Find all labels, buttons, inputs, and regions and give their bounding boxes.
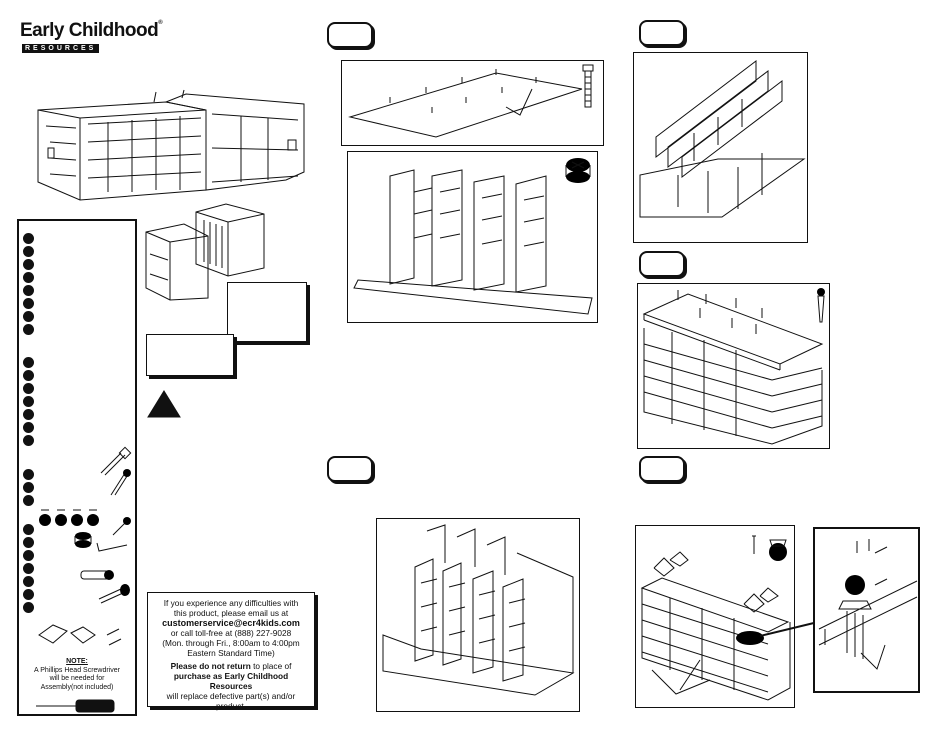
part-bullet bbox=[23, 272, 34, 283]
screwdriver-icon bbox=[36, 699, 115, 713]
hinge-plate-icon bbox=[38, 624, 96, 644]
step-2-badge bbox=[639, 20, 685, 46]
step-1-badge bbox=[327, 22, 373, 48]
warning-triangle-icon bbox=[147, 390, 181, 418]
vertical-dividers-illustration bbox=[353, 169, 593, 315]
part-bullet bbox=[23, 246, 34, 257]
caster-detail-illustration bbox=[818, 539, 918, 670]
part-bullet bbox=[23, 576, 34, 587]
brand-subtitle: RESOURCES bbox=[22, 44, 100, 53]
part-bullet bbox=[23, 495, 34, 506]
parts-list-box bbox=[17, 219, 137, 716]
cross-dividers-illustration bbox=[639, 59, 806, 218]
contact-line-3: or call toll-free at (888) 227-9028 bbox=[170, 628, 292, 638]
assembled-cabinet-illustration bbox=[37, 89, 305, 201]
bolt-icon bbox=[100, 446, 132, 476]
contact-line-7: will replace defective part(s) and/or bbox=[166, 691, 296, 701]
allen-key-icon bbox=[96, 542, 128, 552]
part-bullet bbox=[23, 383, 34, 394]
part-bullet bbox=[23, 259, 34, 270]
part-bullet bbox=[23, 357, 34, 368]
caster-hardware-icon bbox=[752, 535, 787, 561]
contact-line-6: to place of bbox=[250, 661, 292, 671]
note-line-2: will be needed for bbox=[49, 675, 105, 682]
step-5-badge bbox=[639, 456, 685, 482]
tool-note: NOTE: A Phillips Head Screwdriver will b… bbox=[22, 658, 132, 692]
detail-callout-line bbox=[759, 621, 819, 637]
part-bullet bbox=[23, 422, 34, 433]
screw-icon bbox=[110, 469, 131, 496]
part-bullet bbox=[23, 396, 34, 407]
contact-bold-2: purchase as Early Childhood Resources bbox=[173, 671, 289, 691]
part-bullet bbox=[23, 435, 34, 446]
part-bullet bbox=[23, 589, 34, 600]
part-bullet bbox=[23, 602, 34, 613]
dowel-bolt-icon bbox=[80, 570, 114, 580]
contact-line-1: If you experience any difficulties with bbox=[163, 598, 299, 608]
label-box-left bbox=[146, 334, 234, 376]
contact-email[interactable]: customerservice@ecr4kids.com bbox=[162, 618, 300, 628]
note-title: NOTE: bbox=[66, 658, 88, 665]
wood-screw-icon bbox=[112, 517, 131, 536]
brand-logo: Early Childhood® bbox=[20, 20, 163, 42]
contact-line-4: (Mon. through Fri., 8:00am to 4:00pm bbox=[162, 638, 300, 648]
contact-bold-1: Please do not return bbox=[170, 661, 251, 671]
label-box-right bbox=[227, 282, 307, 342]
dividers-on-base-illustration bbox=[382, 524, 575, 696]
caster-wheels-icon bbox=[39, 509, 99, 526]
step-3-badge bbox=[639, 251, 685, 277]
step-3-panel bbox=[637, 283, 830, 449]
part-bullet bbox=[23, 233, 34, 244]
contact-line-2: this product, please email us at bbox=[173, 608, 289, 618]
brand-subtitle-text: RESOURCES bbox=[22, 44, 100, 53]
brand-name: Early Childhood bbox=[20, 20, 159, 41]
part-bullet bbox=[23, 524, 34, 535]
step-4-panel bbox=[376, 518, 580, 712]
cam-lock-icon bbox=[74, 532, 92, 548]
caster-install-illustration bbox=[640, 551, 791, 701]
customer-service-box: If you experience any difficulties with … bbox=[147, 592, 315, 711]
step-1-dividers-panel bbox=[347, 151, 598, 323]
top-board-illustration bbox=[348, 69, 583, 138]
small-screws-icon bbox=[106, 628, 122, 646]
part-bullet bbox=[23, 409, 34, 420]
note-line-1: A Phillips Head Screwdriver bbox=[34, 666, 120, 674]
part-bullet bbox=[23, 537, 34, 548]
part-bullet bbox=[23, 298, 34, 309]
step-1-top-panel bbox=[341, 60, 604, 146]
part-bullet bbox=[23, 469, 34, 480]
part-bullet bbox=[23, 563, 34, 574]
connector-bolt-icon bbox=[98, 584, 130, 604]
step-2-panel bbox=[633, 52, 808, 243]
contact-line-8: product. bbox=[216, 701, 246, 711]
trademark-mark: ® bbox=[158, 20, 163, 26]
small-units-illustration bbox=[145, 203, 265, 301]
note-line-3: Assembly(not included) bbox=[40, 683, 114, 691]
cam-lock-icon bbox=[565, 158, 591, 183]
part-bullet bbox=[23, 370, 34, 381]
step-5-panel bbox=[635, 525, 795, 708]
part-bullet bbox=[23, 482, 34, 493]
bolt-icon bbox=[582, 64, 594, 108]
shelving-top-illustration bbox=[642, 290, 824, 445]
part-bullet bbox=[23, 324, 34, 335]
contact-line-5: Eastern Standard Time) bbox=[187, 648, 275, 658]
part-bullet bbox=[23, 311, 34, 322]
part-bullet bbox=[23, 550, 34, 561]
part-bullet bbox=[23, 285, 34, 296]
step-5-detail-panel bbox=[813, 527, 920, 693]
screw-icon bbox=[817, 288, 825, 323]
step-4-badge bbox=[327, 456, 373, 482]
